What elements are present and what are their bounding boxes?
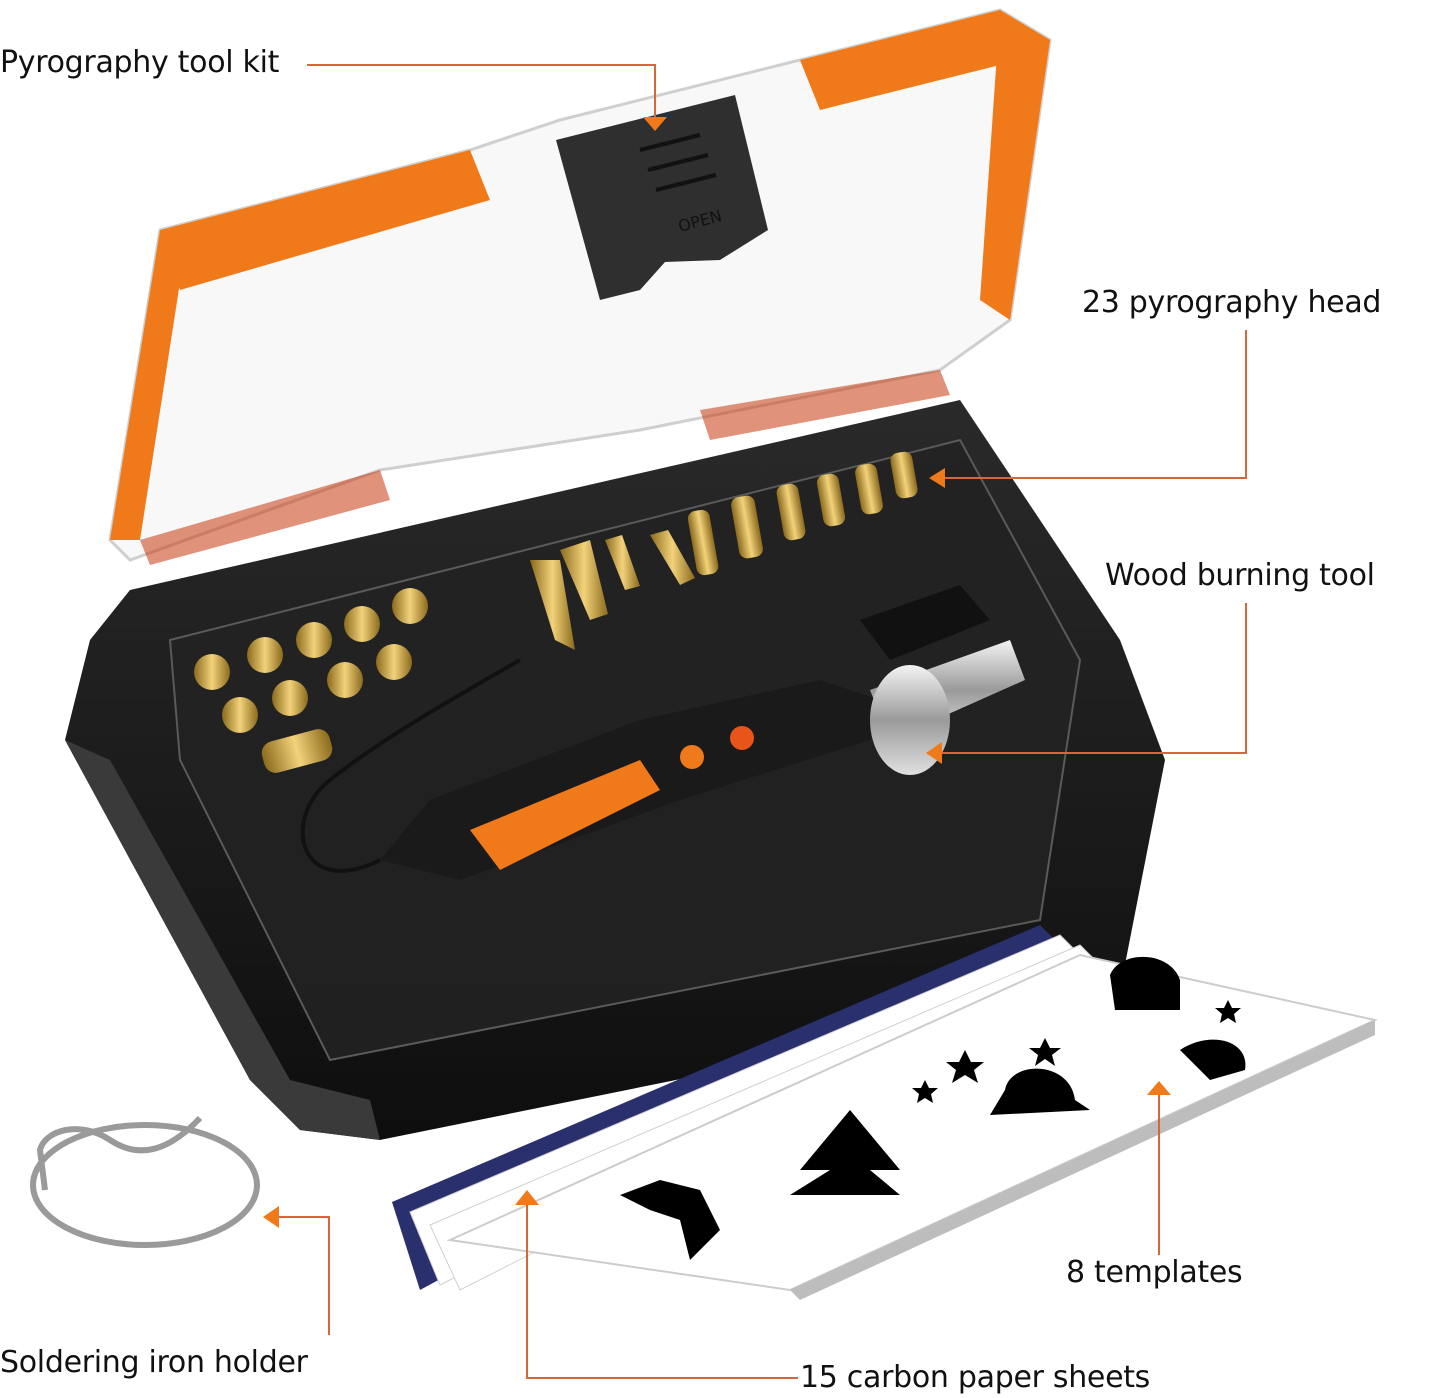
templates-and-carbon-paper: [392, 925, 1379, 1300]
callout-soldering-iron-holder: Soldering iron holder: [0, 1345, 308, 1380]
arrow-icon: [643, 117, 667, 131]
arrow-icon: [263, 1206, 279, 1228]
callout-wood-burning-tool: Wood burning tool: [1105, 558, 1375, 593]
pyrography-heads: [194, 451, 918, 773]
callout-pyrography-tool-kit: Pyrography tool kit: [0, 45, 280, 80]
arrow-icon: [1147, 1081, 1171, 1095]
arrow-icon: [515, 1190, 539, 1205]
callout-arrowheads: [263, 117, 1171, 1228]
arrow-icon: [926, 742, 942, 764]
wood-burning-pen: [300, 585, 1025, 880]
callout-pyrography-heads: 23 pyrography head: [1082, 285, 1382, 320]
callout-carbon-paper-sheets: 15 carbon paper sheets: [800, 1360, 1151, 1395]
case-lid: OPEN: [108, 8, 1052, 565]
callout-leader-lines: [270, 64, 1247, 1379]
soldering-iron-holder: [30, 1115, 260, 1248]
callout-templates: 8 templates: [1066, 1255, 1243, 1290]
arrow-icon: [929, 468, 945, 488]
